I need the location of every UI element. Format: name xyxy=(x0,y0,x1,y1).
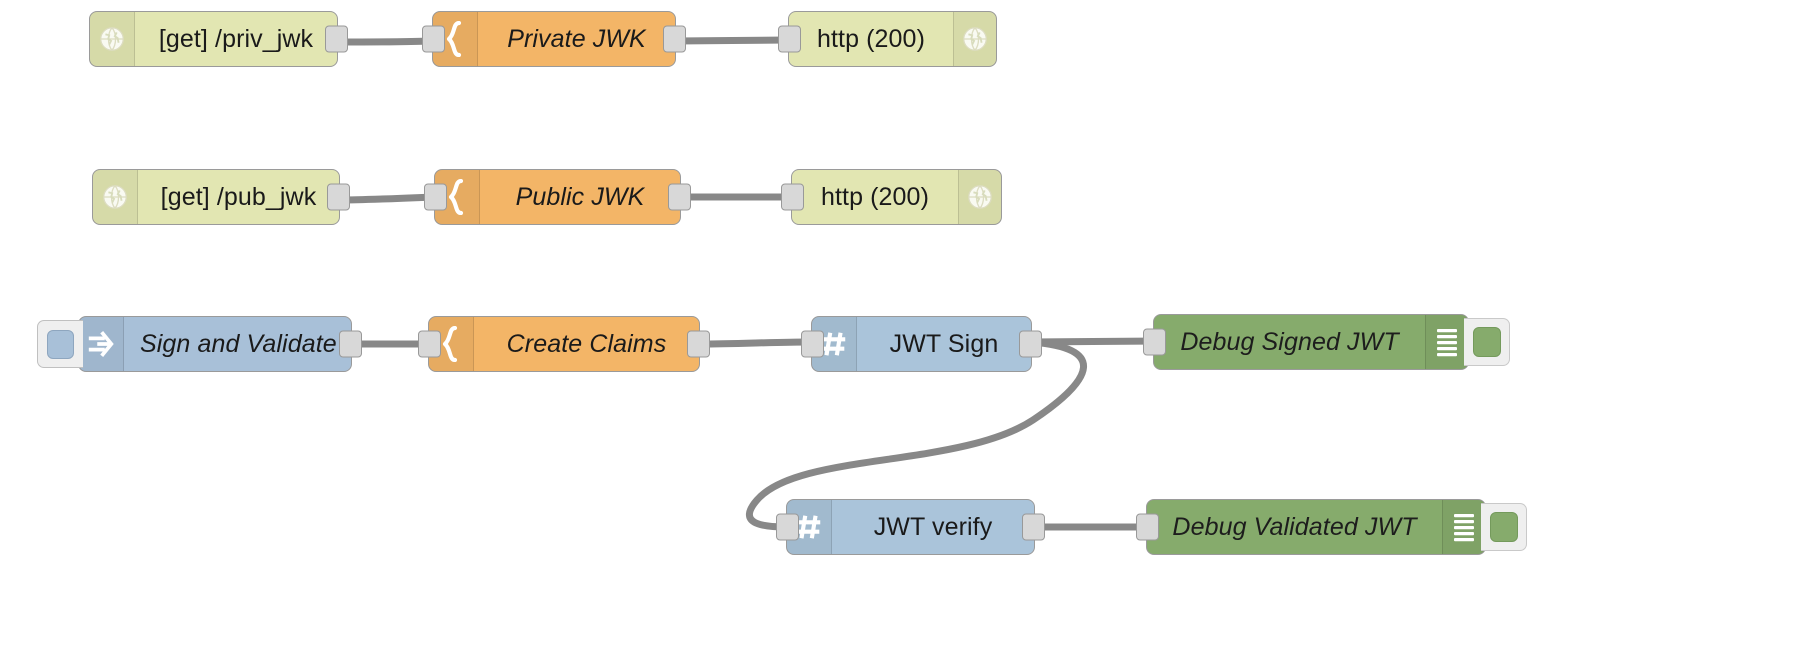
wire-jwt-sign-to-debug-signed-jwt[interactable] xyxy=(1028,337,1157,346)
node-label: Debug Validated JWT xyxy=(1172,512,1417,541)
node-label: [get] /priv_jwk xyxy=(158,24,314,53)
node-label: JWT verify xyxy=(873,512,993,541)
input-port[interactable] xyxy=(1136,513,1159,541)
output-port[interactable] xyxy=(327,183,350,211)
input-port[interactable] xyxy=(776,513,799,541)
node-jwt-sign[interactable]: JWT Sign xyxy=(801,316,1042,372)
output-port[interactable] xyxy=(663,25,686,53)
node-debug-signed-jwt[interactable]: Debug Signed JWT xyxy=(1143,314,1510,370)
output-port[interactable] xyxy=(325,25,348,53)
node-fn-public-jwk[interactable]: Public JWK xyxy=(424,169,691,225)
input-port[interactable] xyxy=(781,183,804,211)
globe-icon xyxy=(93,170,138,224)
node-label: JWT Sign xyxy=(889,329,999,358)
globe-icon xyxy=(953,12,996,66)
node-jwt-verify[interactable]: JWT verify xyxy=(776,499,1045,555)
inject-trigger-button[interactable] xyxy=(37,320,83,368)
node-debug-validated-jwt[interactable]: Debug Validated JWT xyxy=(1136,499,1527,555)
debug-enable-toggle[interactable] xyxy=(1464,318,1510,366)
node-label: Sign and Validate xyxy=(140,329,337,358)
output-port[interactable] xyxy=(687,330,710,358)
node-label: http (200) xyxy=(816,24,925,53)
node-fn-create-claims[interactable]: Create Claims xyxy=(418,316,710,372)
wire-http-in-priv-to-fn-private-jwk[interactable] xyxy=(334,37,436,46)
wire-fn-private-jwk-to-http-resp-priv[interactable] xyxy=(672,36,792,45)
node-http-resp-pub[interactable]: http (200) xyxy=(781,169,1002,225)
input-port[interactable] xyxy=(424,183,447,211)
debug-lines-icon xyxy=(1442,500,1485,554)
node-label: Create Claims xyxy=(506,329,667,358)
inject-arrow-icon xyxy=(79,317,124,371)
input-port[interactable] xyxy=(418,330,441,358)
node-label: Debug Signed JWT xyxy=(1180,327,1399,356)
node-label: [get] /pub_jwk xyxy=(160,182,317,211)
wire-http-in-pub-to-fn-public-jwk[interactable] xyxy=(336,193,438,204)
output-port[interactable] xyxy=(668,183,691,211)
globe-icon xyxy=(958,170,1001,224)
node-fn-private-jwk[interactable]: Private JWK xyxy=(422,11,686,67)
debug-lines-icon xyxy=(1425,315,1468,369)
output-port[interactable] xyxy=(1022,513,1045,541)
wire-fn-create-claims-to-jwt-sign[interactable] xyxy=(696,338,815,348)
input-port[interactable] xyxy=(801,330,824,358)
node-http-in-pub[interactable]: [get] /pub_jwk xyxy=(92,169,350,225)
node-label: Public JWK xyxy=(515,182,645,211)
node-http-in-priv[interactable]: [get] /priv_jwk xyxy=(89,11,348,67)
input-port[interactable] xyxy=(1143,328,1166,356)
node-http-resp-priv[interactable]: http (200) xyxy=(778,11,997,67)
output-port[interactable] xyxy=(339,330,362,358)
node-inject-sign-validate[interactable]: Sign and Validate xyxy=(37,316,362,372)
debug-enable-toggle[interactable] xyxy=(1481,503,1527,551)
input-port[interactable] xyxy=(778,25,801,53)
output-port[interactable] xyxy=(1019,330,1042,358)
input-port[interactable] xyxy=(422,25,445,53)
node-label: http (200) xyxy=(820,182,929,211)
node-label: Private JWK xyxy=(507,24,646,53)
globe-icon xyxy=(90,12,135,66)
